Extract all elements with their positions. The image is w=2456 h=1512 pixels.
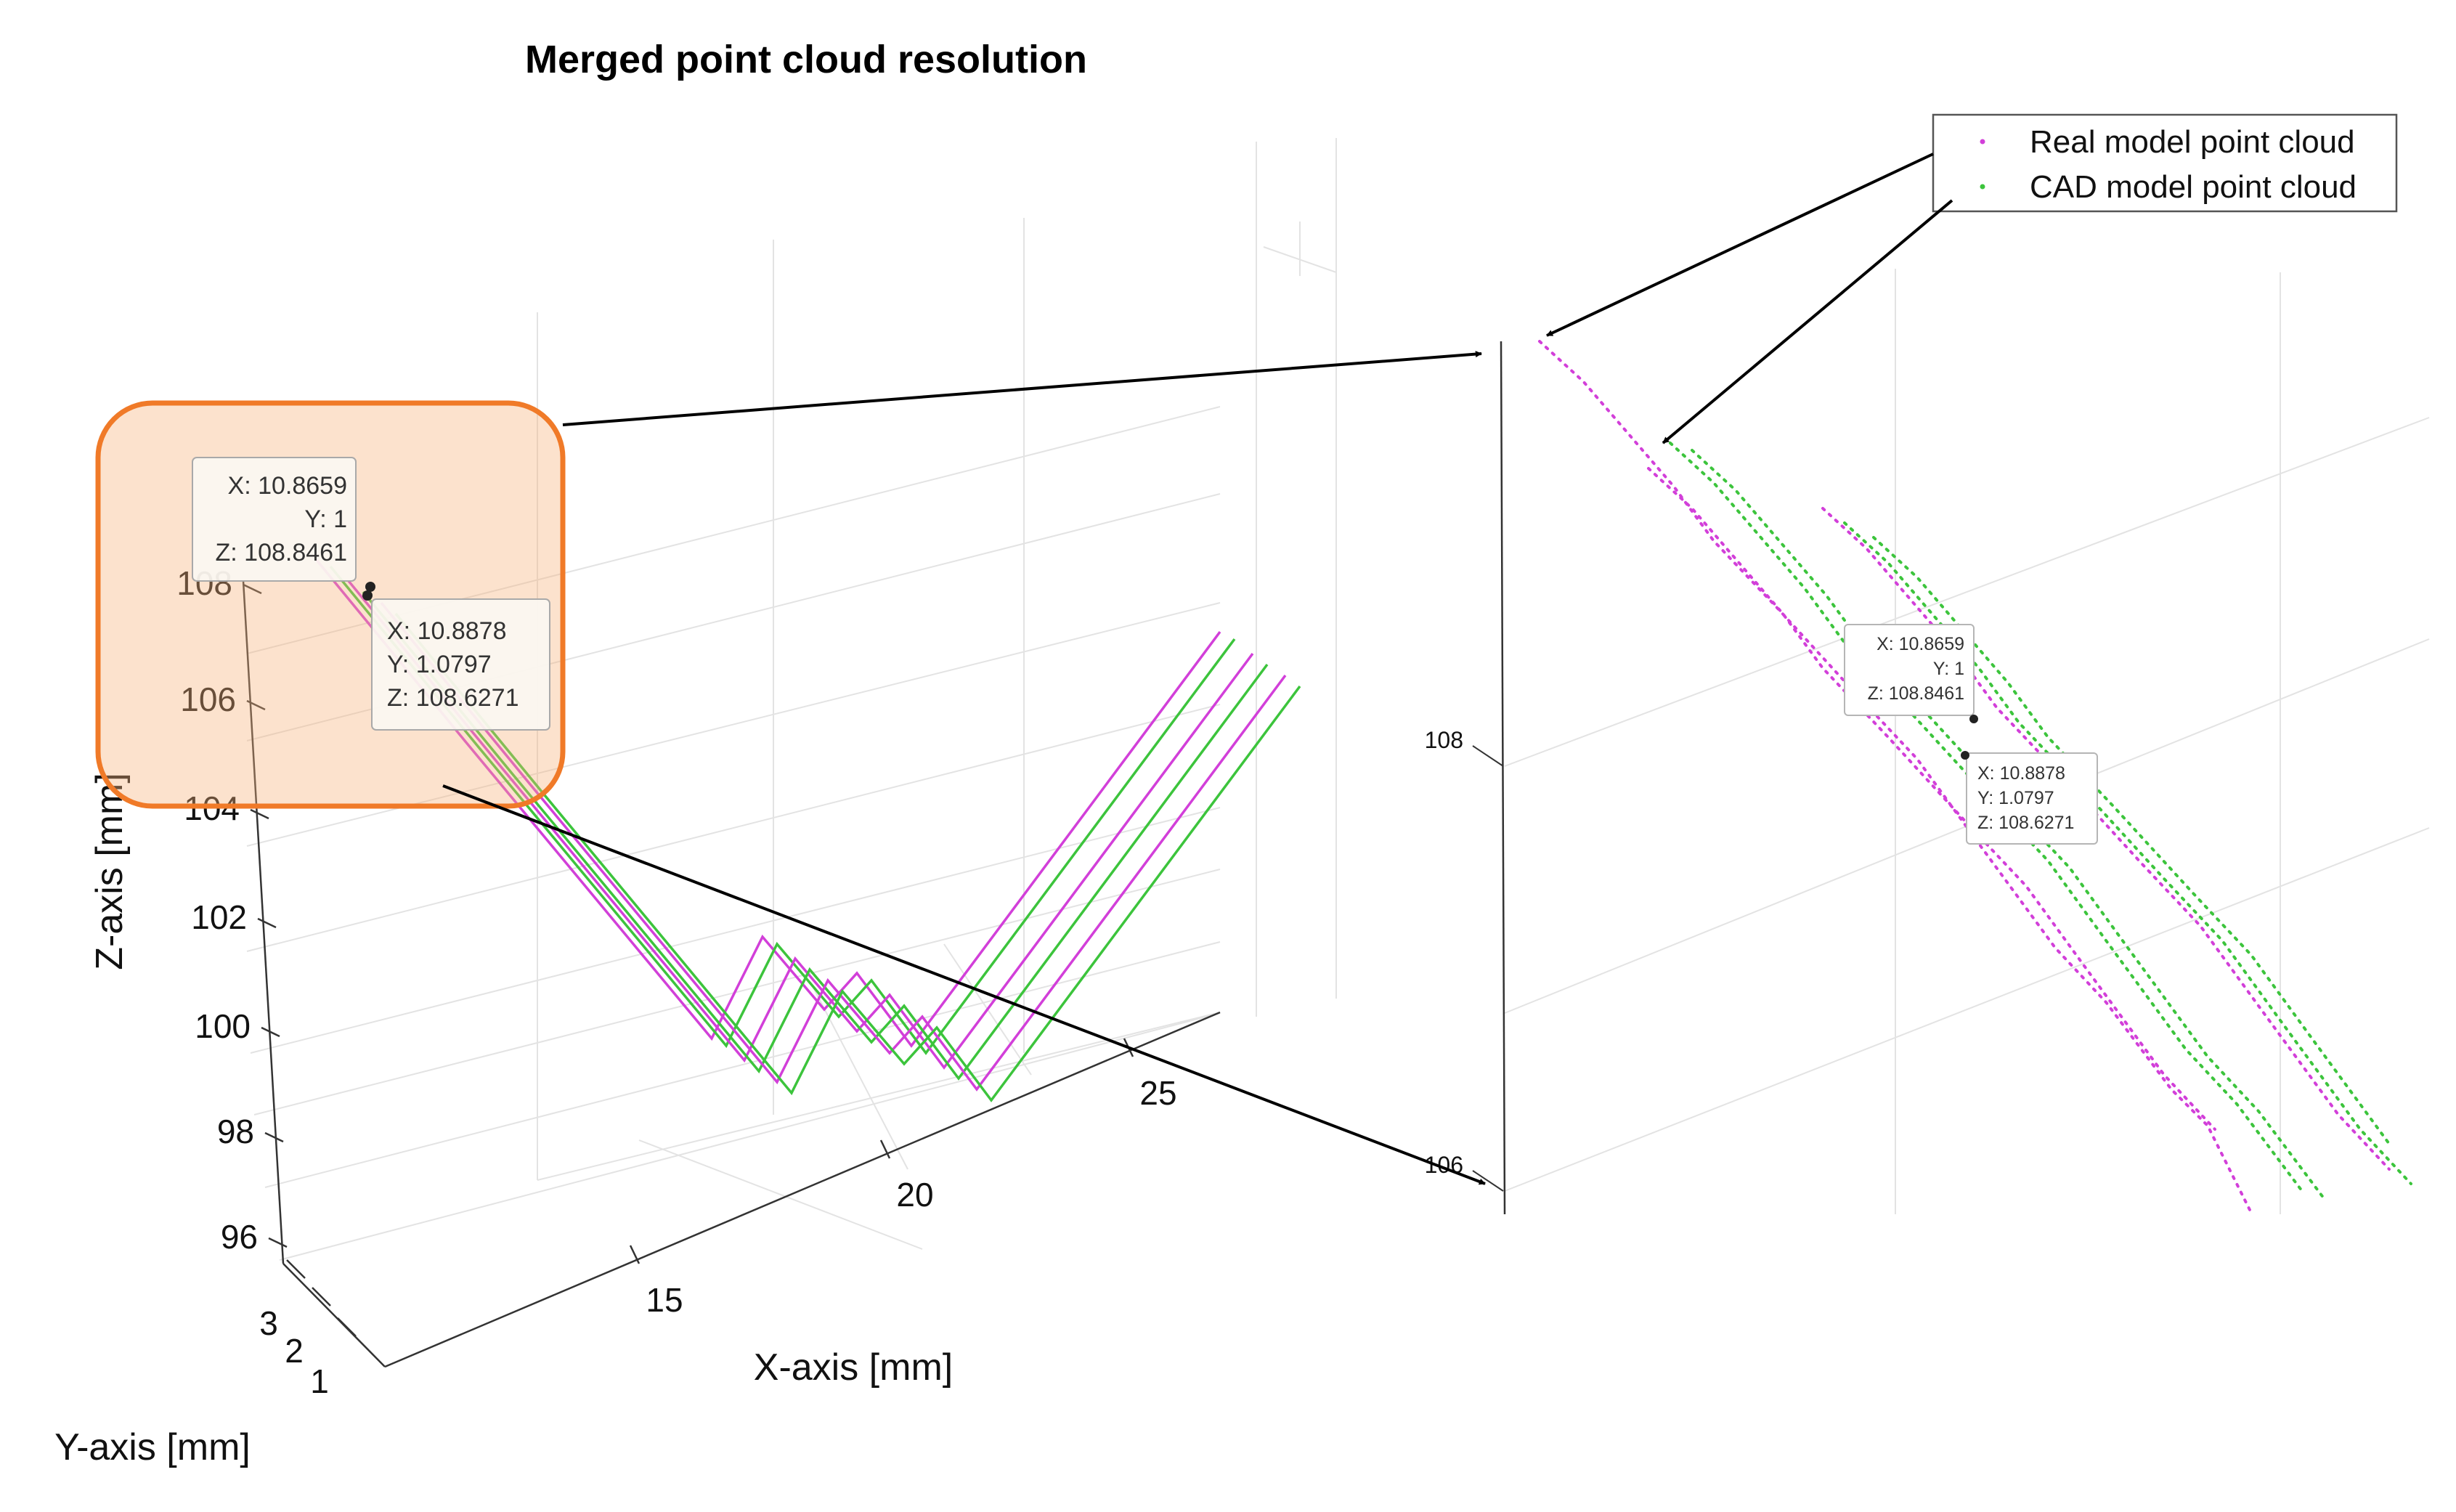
- z-tick-label: 106: [180, 680, 236, 718]
- z-axis-label: Z-axis [mm]: [89, 773, 131, 970]
- grid-line: [264, 941, 1221, 1188]
- grid-line: [537, 1012, 1221, 1181]
- x-tick-mark: [879, 1139, 891, 1159]
- datatip-1-y: Y: 1: [304, 505, 347, 533]
- x-tick-mark: [629, 1245, 641, 1264]
- zoomed-datatip-1-z: Z: 108.8461: [1868, 683, 1964, 704]
- zoomed-cad-trace-6: [1872, 536, 2391, 1145]
- datatip-2-z: Z: 108.6271: [387, 684, 519, 712]
- datatip-1[interactable]: X: 10.8659 Y: 1 Z: 108.8461: [192, 457, 357, 582]
- zoomed-datatip-2-marker: [1961, 751, 1969, 760]
- real-trace-0: [314, 558, 1221, 1048]
- zoomed-real-trace-3: [1821, 507, 2391, 1171]
- legend-label-cad: CAD model point cloud: [2030, 169, 2357, 205]
- datatip-2[interactable]: X: 10.8878 Y: 1.0797 Z: 108.6271: [371, 598, 550, 731]
- y-tick-mark: [337, 1317, 357, 1337]
- legend-arrow-real: [1546, 153, 1934, 337]
- zoomed-datatip-1-marker: [1969, 715, 1978, 723]
- x-tick-label: 25: [1139, 1074, 1176, 1112]
- cad-trace-3: [362, 590, 1269, 1081]
- y-tick-mark: [312, 1287, 331, 1306]
- zoomed-datatip-2-x: X: 10.8878: [1977, 763, 2065, 784]
- zoom-arrow-bottom: [442, 784, 1486, 1185]
- z-tick-mark: [257, 917, 277, 929]
- y-tick-label: 1: [310, 1362, 329, 1400]
- z-tick-mark: [261, 1026, 280, 1038]
- z-tick-label: 96: [221, 1218, 258, 1256]
- z-tick-mark: [246, 699, 266, 711]
- zoomed-grid-line: [1504, 827, 2430, 1192]
- zoomed-datatip-1-x: X: 10.8659: [1876, 634, 1964, 654]
- z-tick-mark: [243, 583, 262, 595]
- z-tick-label: 102: [191, 898, 247, 936]
- x-tick-label: 20: [896, 1176, 933, 1214]
- x-tick-label: 15: [646, 1281, 683, 1319]
- zoomed-z-tick-mark: [1472, 1170, 1504, 1192]
- z-axis-line: [242, 580, 285, 1264]
- datatip-2-y: Y: 1.0797: [387, 651, 492, 678]
- z-tick-label: 98: [217, 1113, 254, 1150]
- datatip-1-z: Z: 108.8461: [216, 539, 347, 566]
- datatip-1-x: X: 10.8659: [228, 472, 347, 500]
- grid-line: [813, 987, 908, 1170]
- legend-arrow-cad: [1662, 199, 1953, 444]
- zoomed-datatip-1[interactable]: X: 10.8659 Y: 1 Z: 108.8461: [1844, 624, 1975, 716]
- main-plot-axes: [242, 580, 1221, 1368]
- legend[interactable]: Real model point cloud CAD model point c…: [1932, 113, 2398, 213]
- zoom-arrow-top: [562, 351, 1482, 426]
- chart-title: Merged point cloud resolution: [525, 38, 1087, 81]
- grid-line: [250, 807, 1221, 1054]
- datatip-1-marker: [365, 582, 375, 592]
- y-tick-label: 2: [285, 1332, 304, 1370]
- cad-trace-5: [394, 612, 1301, 1102]
- y-axis-label: Y-axis [mm]: [54, 1426, 251, 1468]
- z-tick-label: 100: [195, 1007, 251, 1045]
- zoomed-z-tick-label: 108: [1425, 727, 1463, 753]
- grid-line: [638, 1139, 923, 1250]
- x-tick-group: 15 20 25: [629, 1038, 1177, 1319]
- zoomed-plot-grid: [1504, 269, 2430, 1214]
- z-tick-mark: [264, 1131, 284, 1143]
- zoomed-z-tick-mark: [1472, 745, 1504, 767]
- annotation-arrows: [442, 153, 1953, 1185]
- grid-line: [246, 704, 1221, 952]
- y-tick-mark: [286, 1259, 306, 1279]
- zoomed-z-axis-line: [1500, 341, 1506, 1215]
- zoomed-cad-trace-4: [1843, 521, 2412, 1185]
- zoomed-datatip-2[interactable]: X: 10.8878 Y: 1.0797 Z: 108.6271: [1966, 752, 2098, 845]
- y-tick-label: 3: [259, 1304, 278, 1342]
- z-tick-mark: [250, 808, 269, 820]
- x-axis-line: [384, 1011, 1221, 1368]
- grid-line: [279, 1012, 1221, 1261]
- zoomed-real-trace-5: [1647, 467, 2216, 1131]
- y-tick-group: 123: [259, 1259, 357, 1400]
- grid-line: [253, 869, 1221, 1115]
- z-tick-mark: [268, 1237, 288, 1248]
- real-trace-2: [347, 580, 1254, 1070]
- zoomed-datatip-2-y: Y: 1.0797: [1977, 788, 2054, 808]
- datatip-2-marker: [362, 590, 373, 601]
- zoomed-grid-line: [1504, 417, 2430, 767]
- x-axis-label: X-axis [mm]: [754, 1346, 953, 1389]
- zoomed-datatip-1-y: Y: 1: [1933, 659, 1964, 679]
- datatip-2-x: X: 10.8878: [387, 617, 506, 645]
- y-axis-line: [282, 1263, 386, 1367]
- cad-trace-1: [329, 565, 1236, 1055]
- legend-marker-real: [1980, 139, 1985, 145]
- main-3d-plot[interactable]: Merged point cloud resolution 96 98 100 102…: [54, 38, 1337, 1468]
- zoomed-datatip-2-z: Z: 108.6271: [1977, 813, 2074, 833]
- legend-label-real: Real model point cloud: [2030, 124, 2355, 160]
- legend-marker-cad: [1980, 184, 1985, 190]
